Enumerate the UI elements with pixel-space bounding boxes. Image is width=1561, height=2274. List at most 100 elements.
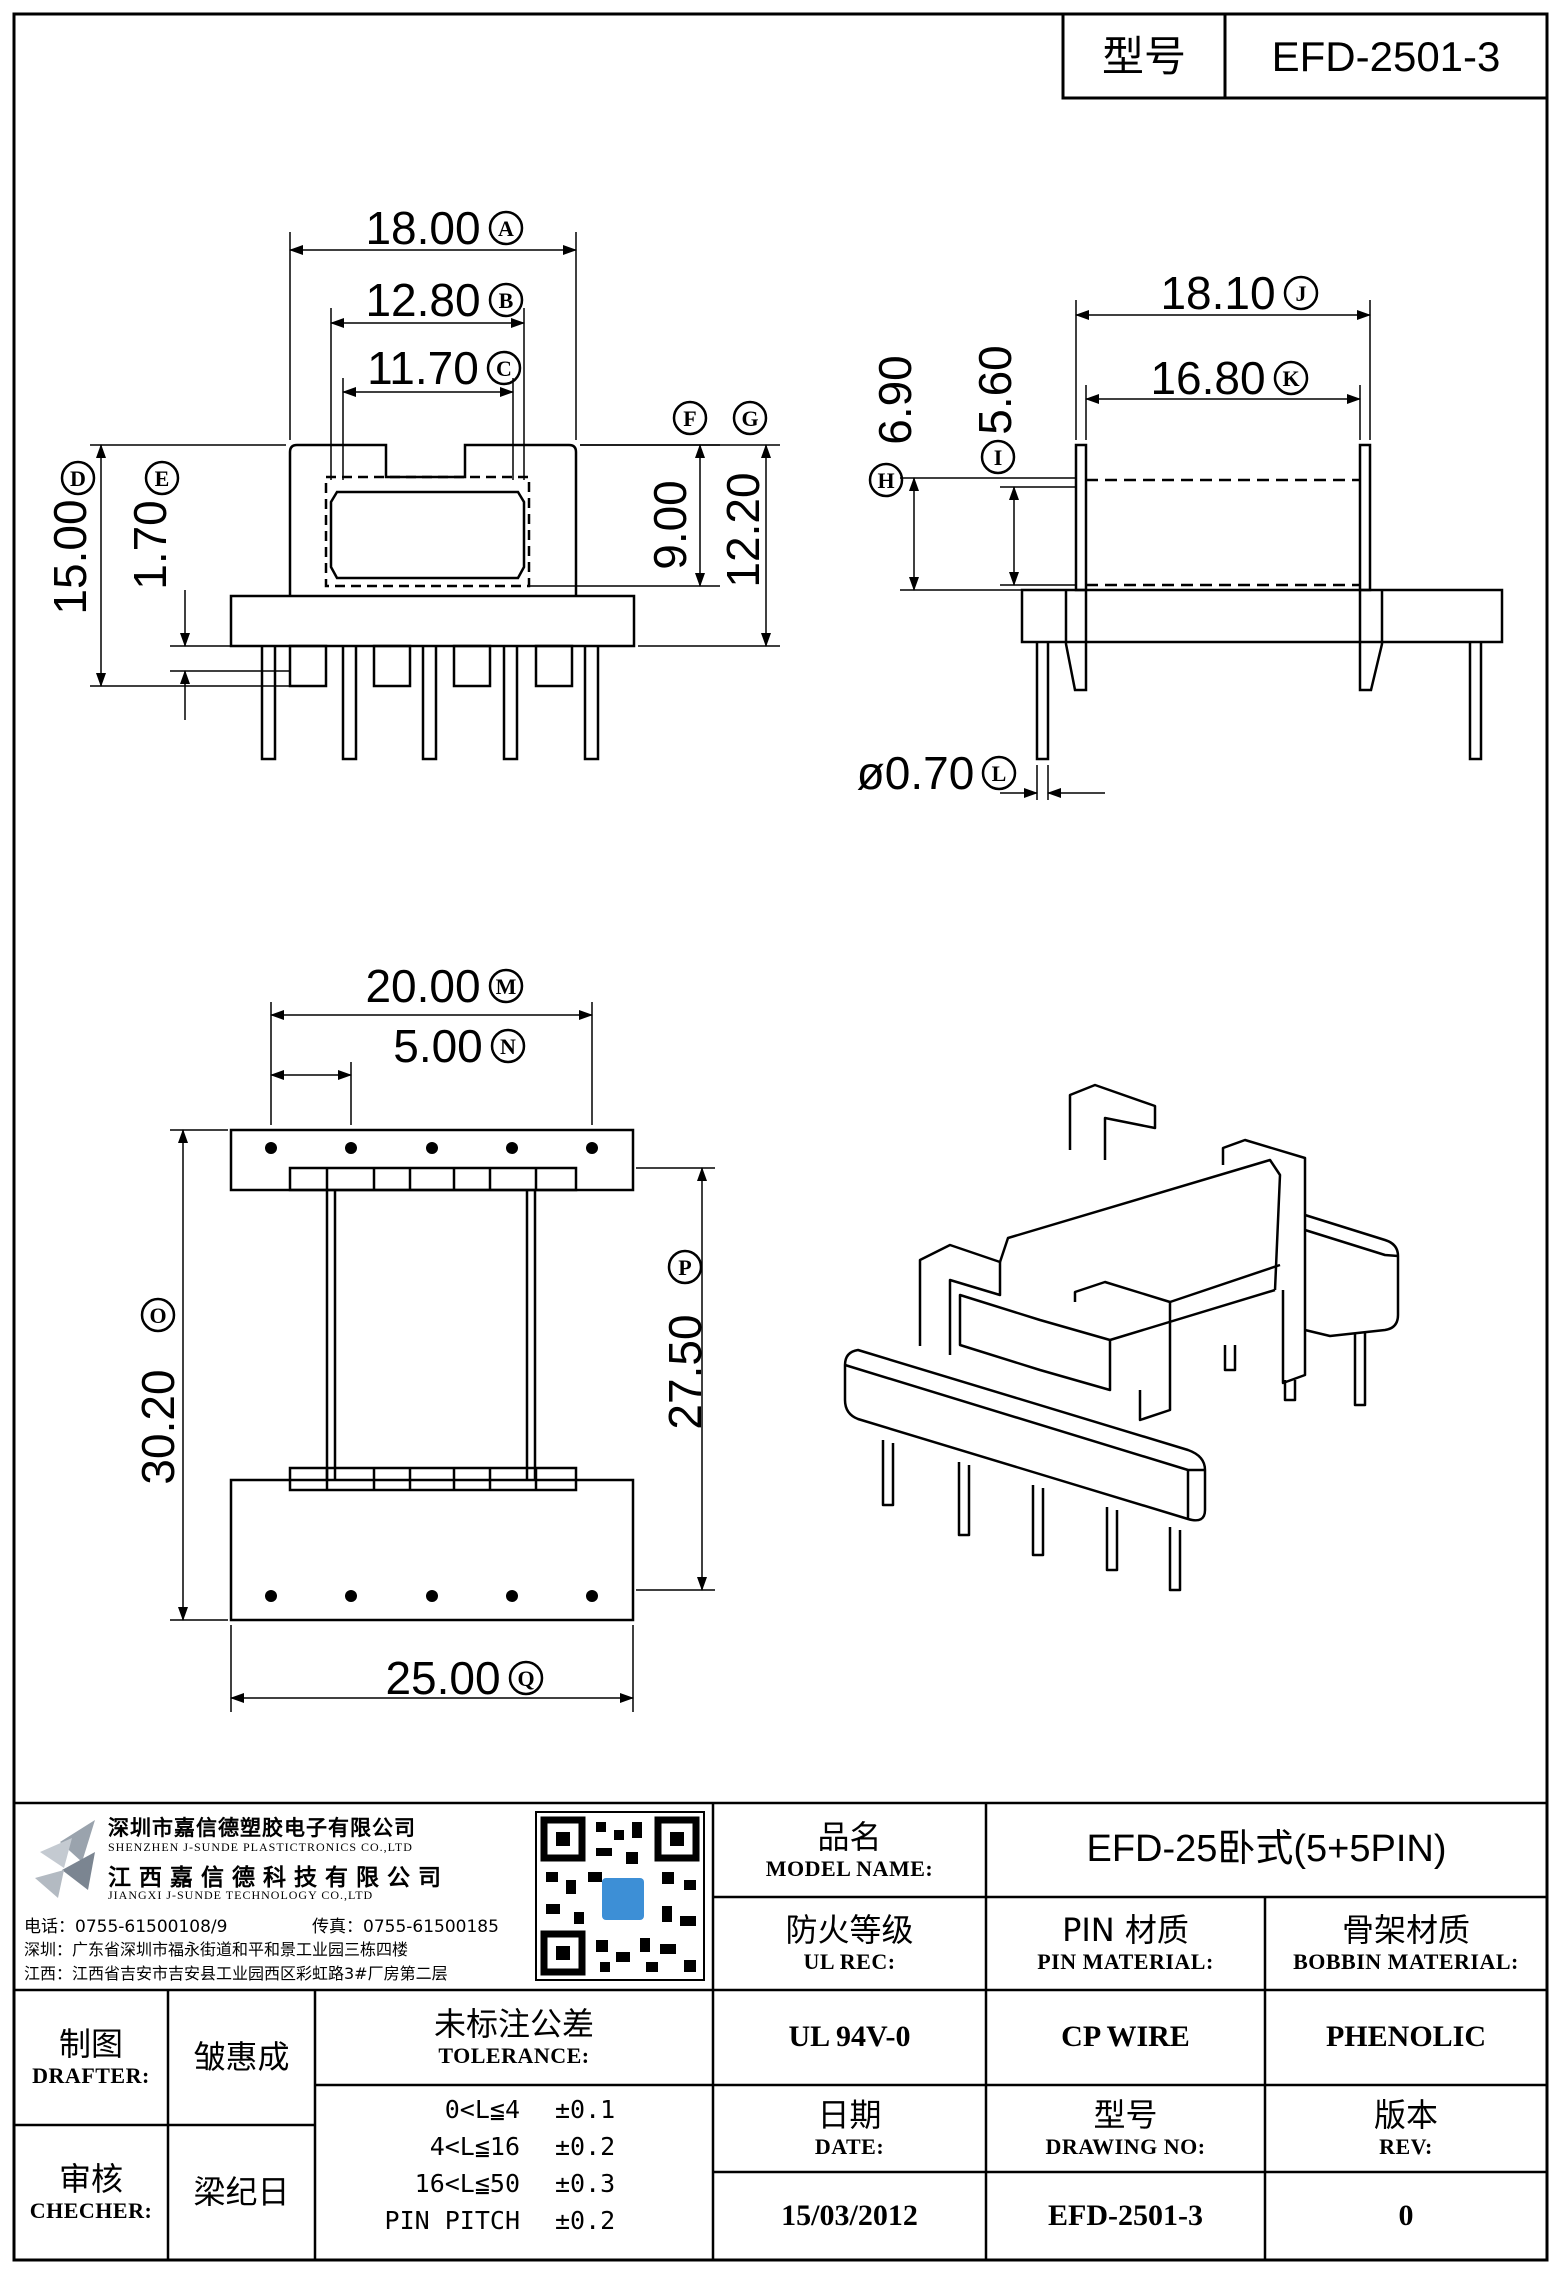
dim-Q: 25.00 Q: [370, 1650, 560, 1706]
tag-H: H: [866, 460, 906, 500]
tag-H-icon: H: [868, 462, 904, 498]
tag-N-icon: N: [490, 1028, 526, 1064]
dim-F-value: 9.00: [643, 480, 696, 570]
tag-I-icon: I: [980, 439, 1016, 475]
tag-D-icon: D: [60, 460, 96, 496]
dim-P-value: 27.50: [658, 1314, 711, 1430]
pin-material-value: CP WIRE: [1061, 2020, 1190, 2054]
drawing-no-label-en: DRAWING NO:: [1045, 2134, 1206, 2160]
checker-label-zh: 审核: [58, 2160, 123, 2199]
qr-code: [535, 1811, 705, 1981]
ul-value: UL 94V-0: [788, 2020, 911, 2054]
dim-C-value: 11.70: [367, 341, 479, 394]
tag-C-icon: C: [486, 350, 522, 386]
tag-I: I: [978, 437, 1018, 477]
svg-text:H: H: [877, 468, 894, 493]
dim-H-value: 6.90: [868, 355, 921, 445]
dim-I-value: 5.60: [968, 345, 1021, 435]
tolerance-label-en: TOLERANCE:: [438, 2043, 590, 2069]
dim-M-value: 20.00: [365, 959, 481, 1012]
company-address-jx: 江西：江西省吉安市吉安县工业园西区彩虹路3#厂房第二层: [24, 1964, 448, 1983]
ul-label-zh: 防火等级: [785, 1911, 914, 1950]
svg-text:K: K: [1282, 366, 1299, 391]
model-name-value: EFD-25卧式(5+5PIN): [1086, 1828, 1447, 1871]
drafter-value: 皱惠成: [193, 2038, 290, 2077]
tolerance-value-2: ±0.2: [555, 2132, 616, 2161]
svg-text:C: C: [496, 356, 512, 381]
dim-Q-value: 25.00: [385, 1651, 501, 1704]
tolerance-range-3: 16<L≦50: [414, 2169, 520, 2198]
dim-G-value: 12.20: [716, 472, 769, 588]
dim-J: 18.10 J: [1150, 265, 1330, 321]
company-logo: [35, 1820, 95, 1898]
model-name-label-en: MODEL NAME:: [765, 1855, 934, 1881]
tag-E: E: [142, 458, 182, 498]
tolerance-range-2: 4<L≦16: [429, 2132, 520, 2161]
company-phone: 电话：0755-61500108/9: [24, 1917, 228, 1937]
bobbin-material-label-zh: 骨架材质: [1341, 1911, 1470, 1950]
svg-text:I: I: [994, 445, 1003, 470]
rev-label: 版本 REV:: [1268, 2088, 1544, 2169]
tag-J-icon: J: [1283, 275, 1318, 311]
date-label-zh: 日期: [817, 2096, 882, 2135]
drafter-label: 制图 DRAFTER:: [17, 1993, 165, 2122]
tag-P-icon: P: [667, 1249, 703, 1285]
dim-C: 11.70 C: [360, 340, 530, 396]
dim-J-value: 18.10: [1160, 266, 1276, 319]
svg-text:B: B: [498, 288, 513, 313]
svg-text:F: F: [683, 406, 696, 431]
ul-label-en: UL REC:: [803, 1949, 896, 1975]
tag-Q-icon: Q: [508, 1660, 543, 1696]
tolerance-value-3: ±0.3: [555, 2169, 616, 2198]
svg-text:E: E: [155, 466, 170, 491]
tag-M-icon: M: [488, 968, 523, 1004]
svg-text:L: L: [992, 761, 1007, 786]
tag-P: P: [665, 1247, 705, 1287]
side-view-dimensions: [900, 300, 1371, 800]
svg-text:M: M: [495, 974, 516, 999]
svg-text:Q: Q: [517, 1666, 534, 1691]
drafter-label-en: DRAFTER:: [32, 2063, 150, 2089]
dim-K-value: 16.80: [1150, 351, 1266, 404]
tag-G-icon: G: [732, 400, 768, 436]
tag-B-icon: B: [488, 282, 523, 318]
dim-M: 20.00 M: [345, 958, 545, 1014]
model-name-label-zh: 品名: [817, 1817, 882, 1856]
dim-N-value: 5.00: [393, 1019, 483, 1072]
svg-text:N: N: [500, 1034, 516, 1059]
dim-A: 18.00 A: [360, 200, 530, 256]
tolerance-value-1: ±0.1: [555, 2095, 616, 2124]
dim-B: 12.80 B: [360, 272, 530, 328]
bobbin-material-label: 骨架材质 BOBBIN MATERIAL:: [1268, 1900, 1544, 1987]
tag-A-icon: A: [488, 210, 523, 246]
header-type-value: EFD-2501-3: [1271, 32, 1501, 80]
tolerance-range-1: 0<L≦4: [444, 2095, 520, 2124]
rev-value: 0: [1398, 2198, 1414, 2232]
svg-text:O: O: [149, 1303, 166, 1328]
drawing-no-label-zh: 型号: [1093, 2096, 1158, 2135]
date-label: 日期 DATE:: [716, 2088, 983, 2169]
drawing-no-value: EFD-2501-3: [1048, 2198, 1203, 2232]
pin-material-label-en: PIN MATERIAL:: [1037, 1949, 1214, 1975]
company-address-sz: 深圳：广东省深圳市福永街道和平和景工业园三栋四楼: [24, 1940, 409, 1959]
dim-L: ø0.70 L: [845, 745, 1030, 801]
svg-text:A: A: [498, 216, 514, 241]
svg-text:J: J: [1295, 281, 1306, 306]
dim-A-value: 18.00: [365, 201, 481, 254]
side-view: [1020, 443, 1504, 761]
svg-text:G: G: [741, 406, 758, 431]
dim-B-value: 12.80: [365, 273, 481, 326]
tag-O-icon: O: [140, 1297, 176, 1333]
bobbin-material-value: PHENOLIC: [1325, 2020, 1487, 2054]
bottom-view: [229, 1128, 635, 1622]
checker-label-en: CHECHER:: [29, 2198, 153, 2224]
model-name-label: 品名 MODEL NAME:: [716, 1806, 983, 1894]
tag-K-icon: K: [1273, 360, 1308, 396]
checker-label: 审核 CHECHER:: [17, 2128, 165, 2257]
tag-O: O: [138, 1295, 178, 1335]
dim-D-value: 15.00: [43, 499, 96, 615]
drawing-no-label: 型号 DRAWING NO:: [989, 2088, 1262, 2169]
company-name-jx-en: JIANGXI J-SUNDE TECHNOLOGY CO.,LTD: [108, 1888, 374, 1902]
